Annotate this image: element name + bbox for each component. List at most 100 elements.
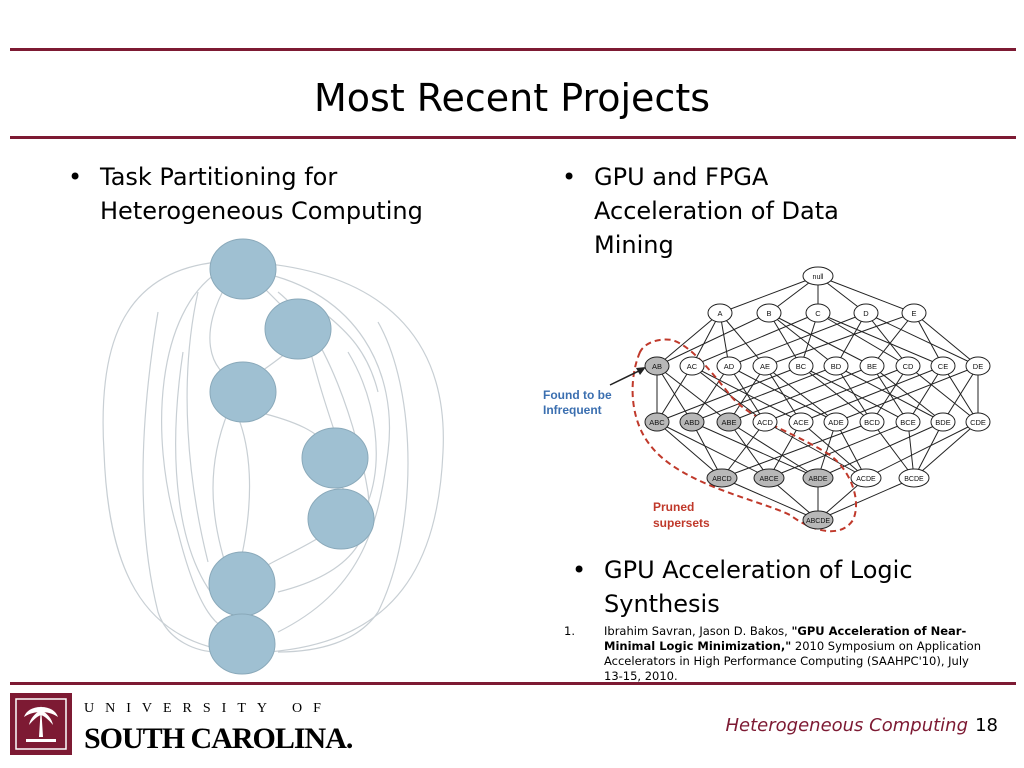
lattice-node-label: BCDE (904, 476, 924, 483)
lattice-edge (728, 365, 873, 423)
task-graph-figure (102, 238, 444, 675)
lattice-edge (656, 365, 693, 423)
lattice-node-label: AC (687, 362, 698, 371)
lattice-edge (871, 365, 909, 423)
lattice-node-label: BCD (864, 418, 880, 427)
lattice-node-label: ACE (793, 418, 808, 427)
lattice-edge (800, 312, 819, 367)
lattice-edge (907, 365, 979, 423)
top-rule (10, 48, 1016, 51)
lattice-edge (817, 312, 909, 367)
lattice-edge (691, 365, 766, 423)
lattice-edge (817, 477, 867, 521)
lattice-edge (913, 312, 944, 367)
lattice-edge (656, 365, 730, 423)
lattice-node (752, 356, 778, 376)
lattice-edge (907, 421, 915, 479)
university-wordmark-bottom: SOUTH CAROLINA. (84, 722, 353, 755)
lattice-edge (656, 421, 723, 479)
lattice-node-label: BE (867, 362, 877, 371)
lattice-edge (691, 365, 802, 423)
lattice-node-label: A (717, 309, 722, 318)
lattice-node (788, 412, 814, 432)
lattice-edge (656, 312, 770, 367)
lattice-edge (721, 421, 766, 479)
lattice-edge (728, 365, 766, 423)
lattice-node-label: BDE (935, 418, 950, 427)
lattice-node (802, 266, 834, 286)
lattice-edge (764, 312, 915, 367)
lattice-edge (728, 421, 819, 479)
slide-title: Most Recent Projects (313, 76, 711, 120)
lattice-node-label: ABCE (759, 476, 778, 483)
lattice-edge (728, 421, 770, 479)
lattice-node-label: CE (938, 362, 948, 371)
lattice-node-label: ABCDE (806, 518, 830, 525)
bullet-line: Acceleration of Data (594, 197, 839, 225)
lattice-edge (913, 421, 944, 479)
lattice-node-label: BC (796, 362, 807, 371)
lattice-edge (800, 365, 944, 423)
bullet-line: Mining (594, 231, 674, 259)
lattice-node (756, 303, 782, 323)
lattice-node (679, 356, 705, 376)
lattice-node (706, 468, 738, 488)
lattice-edge (691, 421, 723, 479)
lattice-node (823, 356, 849, 376)
lattice-edge (865, 421, 979, 479)
lattice-edge (835, 365, 979, 423)
lattice-edge (800, 421, 867, 479)
lattice-edge (768, 312, 802, 367)
lattice-node (802, 510, 834, 530)
lattice-edge (835, 421, 867, 479)
lattice-node-label: ADE (828, 418, 843, 427)
bullet-line: GPU and FPGA (594, 163, 769, 191)
lattice-edge (691, 312, 819, 367)
lattice-edge (942, 365, 979, 423)
lattice-edge (719, 275, 819, 314)
lattice-node-label: C (815, 309, 821, 318)
lattice-edge (719, 312, 766, 367)
lattice-node (930, 412, 956, 432)
lattice-edge (913, 312, 979, 367)
lattice-edge (835, 312, 867, 367)
lattice-edge (768, 421, 802, 479)
lattice-node-label: E (911, 309, 916, 318)
lattice-edge (656, 421, 770, 479)
lattice-edge (764, 365, 909, 423)
lattice-node-label: ABCD (712, 476, 731, 483)
lattice-edge (768, 275, 819, 314)
lattice-node (859, 356, 885, 376)
lattice-node-label: B (766, 309, 771, 318)
lattice-edge (728, 312, 867, 367)
reference-title: "GPU Acceleration of Near-Minimal Logic … (604, 624, 967, 653)
lattice-node-label: DE (973, 362, 983, 371)
lattice-edge (871, 365, 944, 423)
lattice-node (965, 412, 991, 432)
lattice-edge (835, 365, 873, 423)
bullet-dot: • (572, 556, 587, 584)
lattice-edge (907, 365, 944, 423)
lattice-node-label: ABDE (808, 476, 827, 483)
lattice-node (895, 412, 921, 432)
lattice-edge (691, 421, 819, 479)
lattice-node (823, 412, 849, 432)
bullet-task-partitioning: • Task Partitioning for Heterogeneous Co… (68, 160, 423, 228)
university-wordmark-top: UNIVERSITY OF (84, 701, 332, 716)
found-arrow (609, 368, 644, 386)
lattice-node-label: BCE (900, 418, 915, 427)
lattice-edge (719, 312, 730, 367)
lattice-edge (656, 312, 721, 367)
lattice-edge (768, 312, 837, 367)
lattice-node-label: ACDE (856, 476, 876, 483)
lattice-edge (800, 365, 873, 423)
footer-course-title: Heterogeneous Computing (725, 715, 969, 736)
lattice-node-label: AD (724, 362, 735, 371)
bullet-logic-synthesis: • GPU Acceleration of Logic Synthesis (572, 553, 913, 621)
bullet-line: GPU Acceleration of Logic (604, 556, 913, 584)
lattice-edge (691, 312, 721, 367)
lattice-node (859, 412, 885, 432)
lattice-node (716, 412, 742, 432)
lattice-edge (764, 421, 867, 479)
lattice-edge (656, 365, 802, 423)
